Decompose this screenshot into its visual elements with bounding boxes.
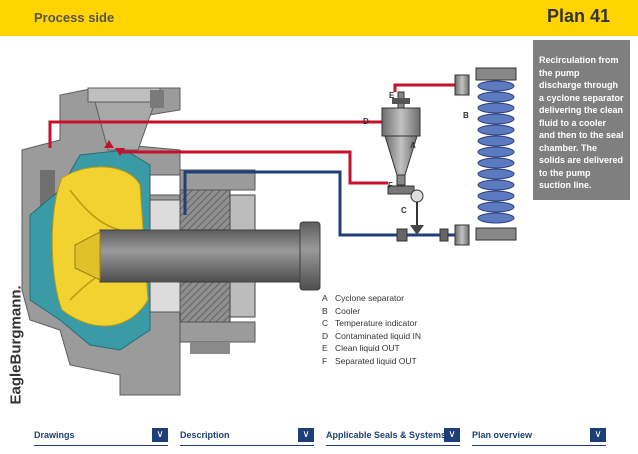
- cyclone-valves: [387, 185, 415, 195]
- nav-drawings[interactable]: Drawings ∨: [34, 427, 168, 446]
- mechanical-seal: [149, 169, 256, 354]
- label-f: F: [388, 181, 393, 190]
- nav-plan-overview-label: Plan overview: [472, 430, 533, 440]
- label-d: D: [363, 117, 369, 126]
- plan41-diagram: E D B A F C: [21, 67, 517, 396]
- cyclone-separator: [381, 91, 421, 186]
- nav-drawings-label: Drawings: [34, 430, 75, 440]
- nav-description[interactable]: Description ∨: [180, 427, 314, 446]
- description-text: Recirculation from the pump discharge th…: [539, 55, 624, 190]
- chevron-down-icon[interactable]: ∨: [590, 428, 606, 442]
- nav-description-label: Description: [180, 430, 230, 440]
- chevron-down-icon[interactable]: ∨: [444, 428, 460, 442]
- temperature-indicator: [410, 189, 424, 235]
- cooled-line: [183, 170, 462, 237]
- description-panel: Recirculation from the pump discharge th…: [533, 40, 630, 200]
- label-c: C: [401, 206, 407, 215]
- label-e: E: [389, 91, 395, 100]
- shaft: [99, 229, 311, 283]
- nav-applicable-seals-label: Applicable Seals & Systems: [326, 430, 447, 440]
- nav-plan-overview[interactable]: Plan overview ∨: [472, 427, 606, 446]
- label-b: B: [463, 111, 469, 120]
- chevron-down-icon[interactable]: ∨: [298, 428, 314, 442]
- label-a: A: [410, 141, 416, 150]
- chevron-down-icon[interactable]: ∨: [152, 428, 168, 442]
- cooler-valves: [396, 74, 470, 246]
- nav-applicable-seals[interactable]: Applicable Seals & Systems ∨: [326, 427, 460, 446]
- plan-title: Plan 41: [546, 6, 610, 26]
- header-bar: Process side Plan 41: [0, 0, 638, 36]
- cooler-coil: [475, 67, 517, 241]
- page-title: Process side: [34, 10, 115, 25]
